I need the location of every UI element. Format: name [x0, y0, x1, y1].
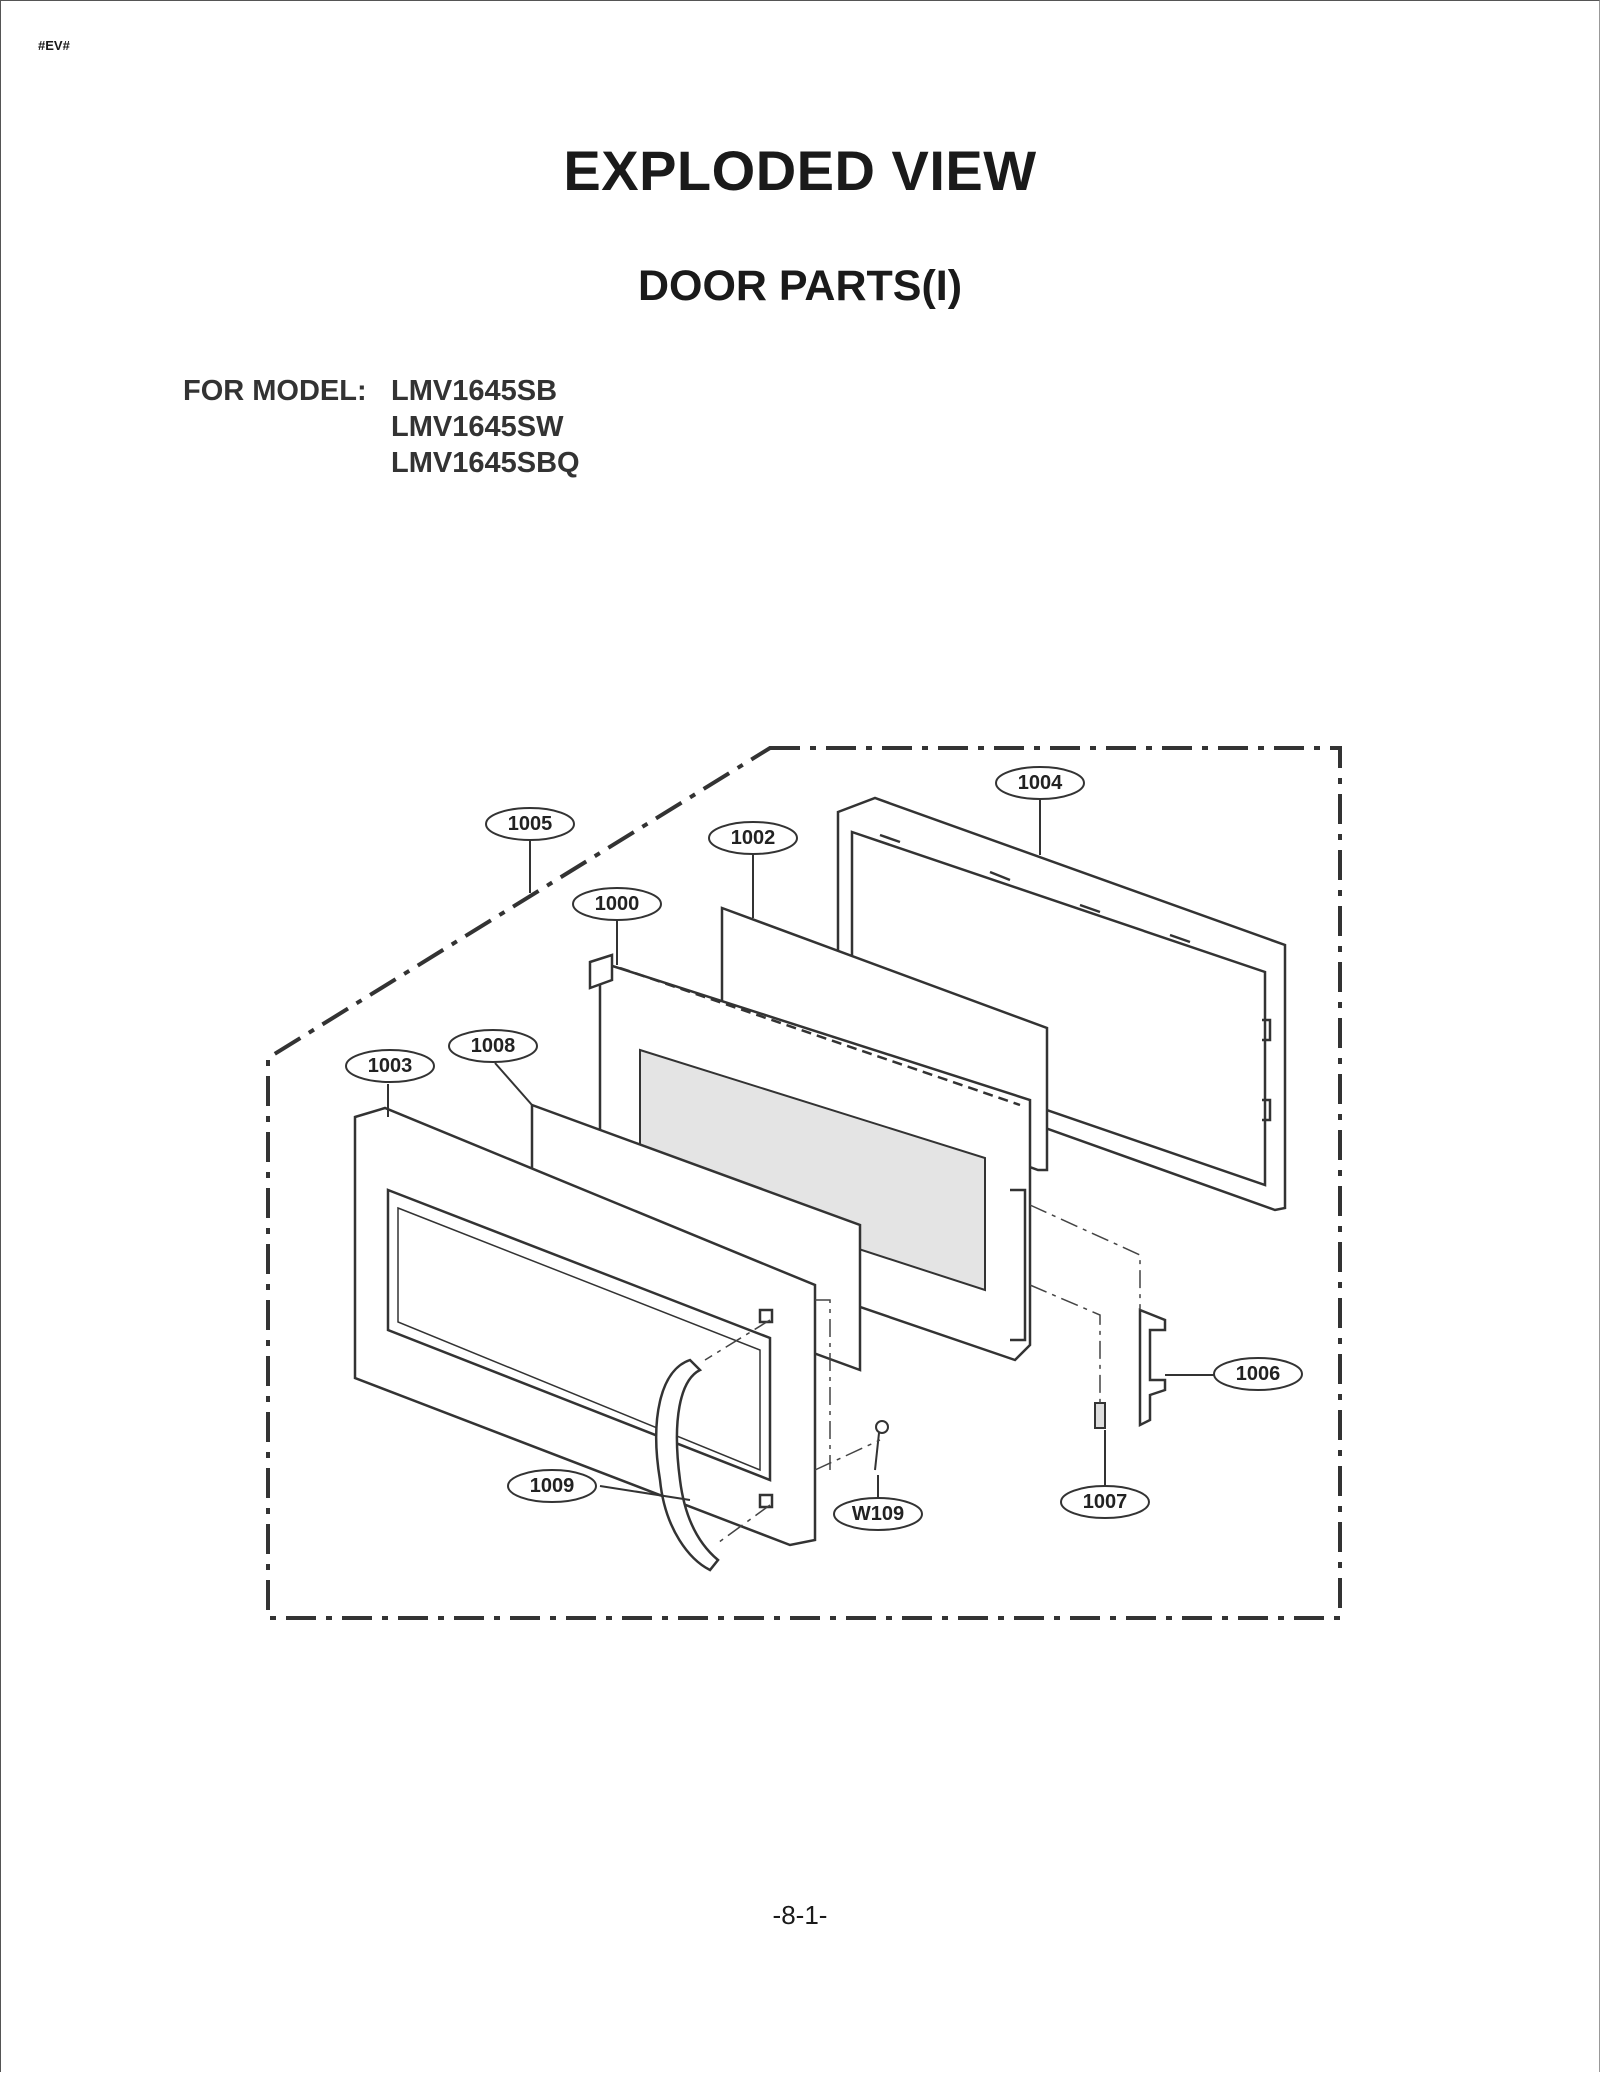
- callout-1006-bubble: [1213, 1357, 1303, 1391]
- callout-1007-bubble: [1060, 1485, 1150, 1519]
- callout-w109: W109: [852, 1503, 904, 1525]
- part-w109-screw: [874, 1420, 889, 1471]
- callout-1004: 1004: [1018, 772, 1063, 794]
- part-1006-latch: [1138, 1308, 1167, 1428]
- callout-1009: 1009: [530, 1475, 575, 1497]
- callout-1002: 1002: [731, 827, 776, 849]
- callout-1007: 1007: [1083, 1491, 1128, 1513]
- page-subtitle: DOOR PARTS(I): [637, 262, 963, 310]
- model-item: LMV1645SBQ: [391, 447, 580, 479]
- document-tag: #EV#: [38, 38, 70, 53]
- assembly-guide-lines: [704, 1204, 1141, 1546]
- part-1007-spring: [1094, 1402, 1106, 1429]
- part-1000-door-assembly: [588, 953, 1032, 1362]
- callout-1005: 1005: [508, 813, 553, 835]
- part-1003-door-frame: [353, 1106, 817, 1547]
- callout-1005-bubble: [485, 807, 575, 841]
- callout-1003: 1003: [368, 1055, 413, 1077]
- assembly-boundary: [266, 746, 1342, 1620]
- model-item: LMV1645SW: [391, 411, 564, 443]
- part-1009-handle: [655, 1358, 720, 1572]
- callout-1000-bubble: [572, 887, 662, 921]
- callout-1003-bubble: [345, 1049, 435, 1083]
- page-number: -8-1-: [772, 1900, 828, 1930]
- model-label: FOR MODEL:: [183, 375, 367, 407]
- callout-w109-bubble: [833, 1497, 923, 1531]
- page-title: EXPLODED VIEW: [563, 139, 1037, 202]
- callout-1008-bubble: [448, 1029, 538, 1063]
- callout-1008: 1008: [471, 1035, 516, 1057]
- callout-1009-bubble: [507, 1469, 597, 1503]
- callout-1006: 1006: [1236, 1363, 1281, 1385]
- callout-1002-bubble: [708, 821, 798, 855]
- callout-leaders: [387, 798, 1214, 1501]
- model-item: LMV1645SB: [391, 375, 558, 407]
- callout-1000: 1000: [595, 893, 640, 915]
- callouts: [345, 766, 1303, 1531]
- callout-1004-bubble: [995, 766, 1085, 800]
